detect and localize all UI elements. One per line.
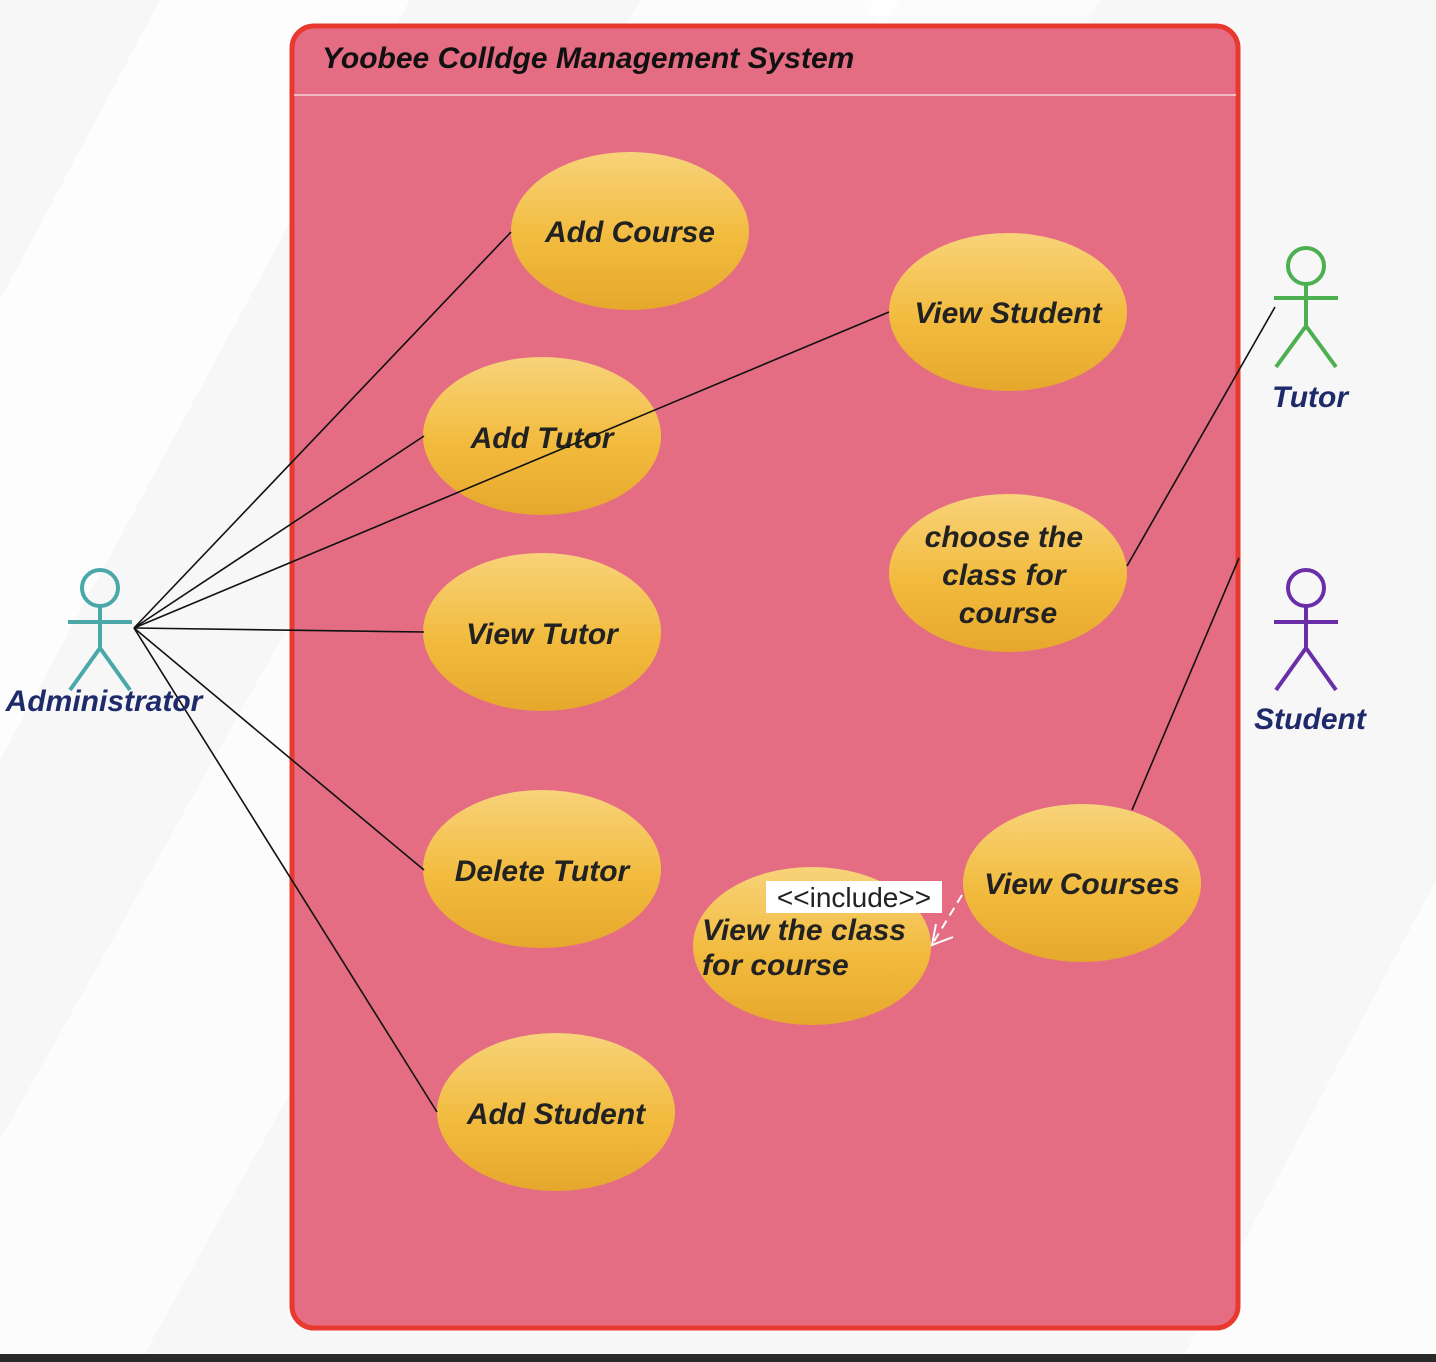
assoc-admin-add-course[interactable] bbox=[133, 231, 512, 629]
use-case-label: Add Course bbox=[544, 216, 715, 249]
assoc-admin-add-tutor[interactable] bbox=[133, 435, 425, 629]
use-case-label: View Student bbox=[914, 297, 1103, 330]
assoc-student-view-courses[interactable] bbox=[1131, 557, 1240, 811]
use-case-add-course[interactable]: Add Course bbox=[511, 152, 749, 310]
bottom-bar bbox=[0, 1354, 1436, 1362]
use-case-label: View Tutor bbox=[466, 618, 620, 651]
use-case-label: Delete Tutor bbox=[455, 855, 632, 888]
use-case-choose-class[interactable]: choose the class for course bbox=[889, 494, 1127, 652]
use-case-label: View the class for course bbox=[702, 914, 914, 982]
stick-figure-icon bbox=[1274, 246, 1338, 369]
stick-figure-icon bbox=[1274, 568, 1338, 692]
assoc-admin-view-tutor[interactable] bbox=[133, 627, 425, 633]
use-case-label: Add Student bbox=[466, 1098, 647, 1131]
include-relationship[interactable]: <<include>> bbox=[766, 881, 963, 947]
stick-figure-icon bbox=[68, 568, 132, 692]
actor-administrator[interactable]: Administrator bbox=[5, 568, 205, 718]
use-case-add-tutor[interactable]: Add Tutor bbox=[423, 357, 661, 515]
actor-label: Administrator bbox=[5, 685, 205, 718]
actor-label: Tutor bbox=[1272, 381, 1350, 414]
assoc-admin-view-student[interactable] bbox=[133, 311, 890, 629]
use-case-label: Add Tutor bbox=[470, 422, 616, 455]
actor-tutor[interactable]: Tutor bbox=[1272, 246, 1350, 414]
use-case-label: View Courses bbox=[984, 868, 1180, 901]
assoc-admin-add-student[interactable] bbox=[133, 627, 438, 1113]
system-title: Yoobee Colldge Management System bbox=[322, 42, 854, 75]
use-case-label: choose the class for course bbox=[925, 521, 1092, 630]
actor-label: Student bbox=[1254, 703, 1368, 736]
include-label: <<include>> bbox=[777, 882, 931, 913]
assoc-admin-delete-tutor[interactable] bbox=[133, 627, 425, 871]
use-case-view-courses[interactable]: View Courses bbox=[963, 804, 1201, 962]
assoc-tutor-choose-class[interactable] bbox=[1126, 306, 1276, 567]
actor-student[interactable]: Student bbox=[1254, 568, 1368, 736]
system-boundary[interactable]: Yoobee Colldge Management System bbox=[289, 23, 1241, 1331]
use-case-view-student[interactable]: View Student bbox=[889, 233, 1127, 391]
use-case-view-tutor[interactable]: View Tutor bbox=[423, 553, 661, 711]
use-case-delete-tutor[interactable]: Delete Tutor bbox=[423, 790, 661, 948]
use-case-add-student[interactable]: Add Student bbox=[437, 1033, 675, 1191]
